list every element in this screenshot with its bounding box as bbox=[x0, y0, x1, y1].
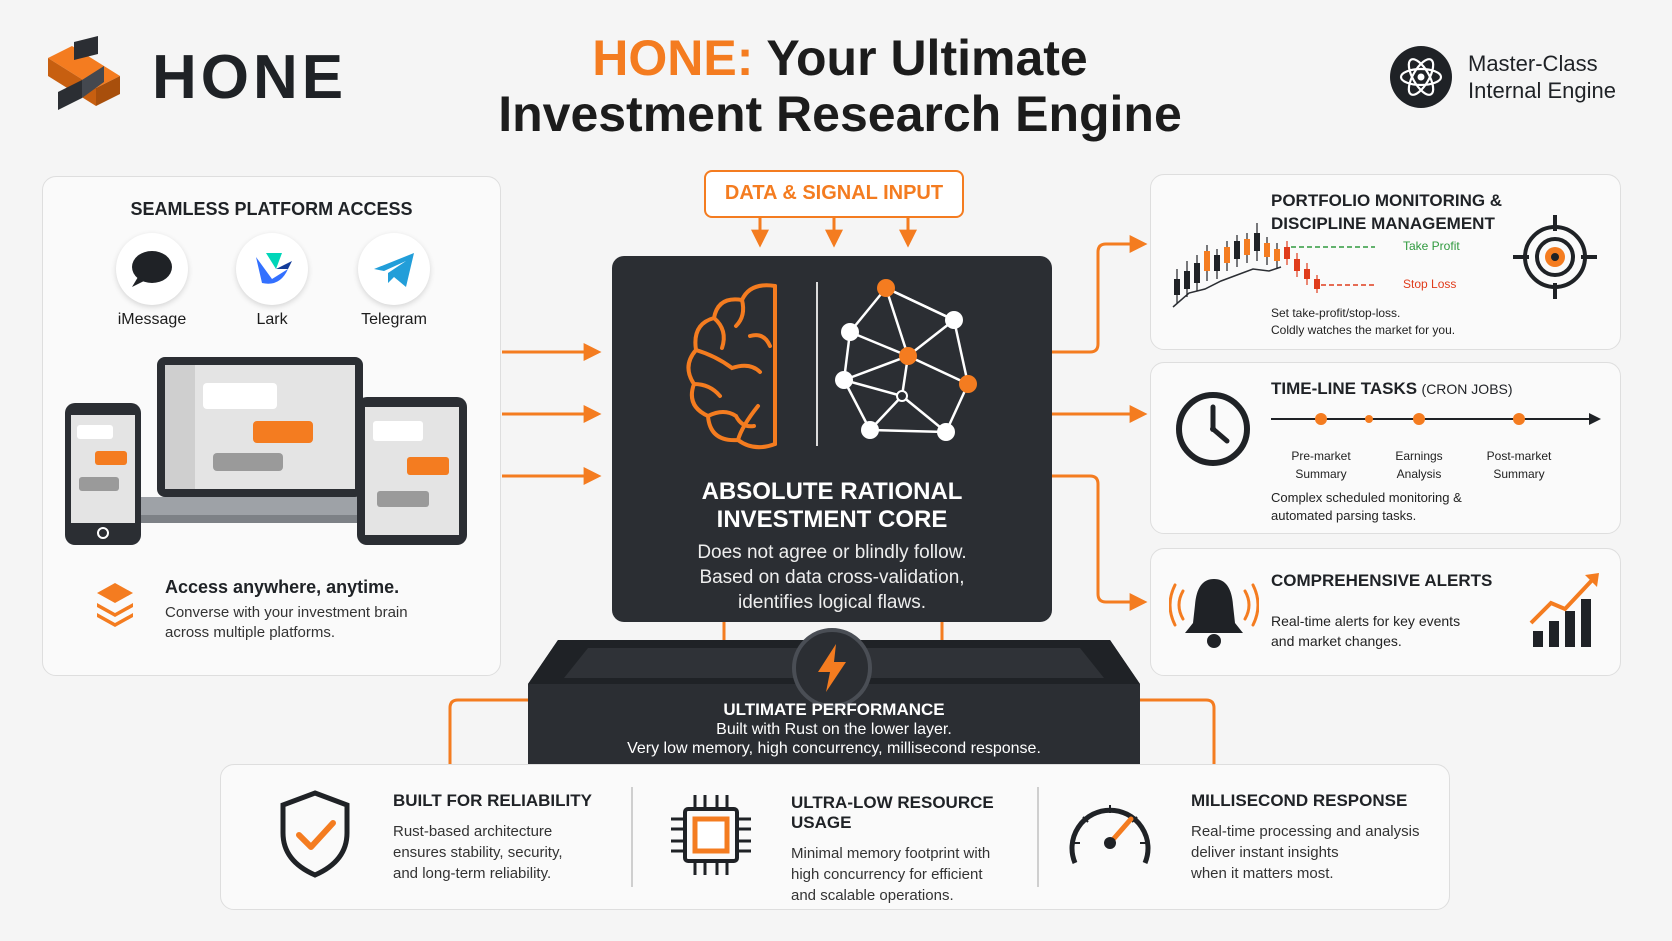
platform-label: iMessage bbox=[117, 311, 187, 328]
alerts-desc-line2: and market changes. bbox=[1271, 633, 1402, 649]
feature-title: MILLISECOND RESPONSE bbox=[1191, 791, 1408, 810]
feature-title: BUILT FOR RELIABILITY bbox=[393, 791, 592, 810]
feature-title: ULTRA-LOW RESOURCE USAGE bbox=[791, 793, 994, 832]
feature-divider bbox=[1037, 787, 1039, 887]
brain-icon bbox=[680, 276, 800, 456]
alerts-card: COMPREHENSIVE ALERTS Real-time alerts fo… bbox=[1150, 548, 1621, 676]
timeline-step-line2: Summary bbox=[1295, 467, 1347, 481]
shield-check-icon bbox=[277, 789, 353, 879]
performance-line2: Very low memory, high concurrency, milli… bbox=[627, 740, 1041, 757]
core-desc-line2: Based on data cross-validation, bbox=[699, 567, 965, 588]
lark-icon bbox=[236, 233, 308, 305]
imessage-icon bbox=[116, 233, 188, 305]
chip-icon bbox=[669, 793, 753, 877]
core-desc-line3: identifies logical flaws. bbox=[738, 592, 926, 613]
candlestick-chart-icon bbox=[1171, 219, 1401, 311]
title-line1: Your Ultimate bbox=[753, 30, 1088, 86]
core-divider bbox=[816, 282, 818, 446]
feature-line: high concurrency for efficient bbox=[791, 866, 983, 883]
timeline-title-text: TIME-LINE TASKS bbox=[1271, 379, 1418, 398]
timeline-step-line1: Pre-market bbox=[1291, 449, 1351, 463]
access-footer-line2: across multiple platforms. bbox=[165, 624, 336, 641]
portfolio-desc-line1: Set take-profit/stop-loss. bbox=[1271, 306, 1401, 320]
timeline-title: TIME-LINE TASKS (CRON JOBS) bbox=[1271, 379, 1513, 399]
feature-line: ensures stability, security, bbox=[393, 844, 563, 861]
hone-logo-icon bbox=[48, 36, 120, 110]
target-icon bbox=[1513, 215, 1597, 299]
feature-divider bbox=[631, 787, 633, 887]
badge-line1: Master-Class bbox=[1468, 51, 1598, 76]
feature-line: deliver instant insights bbox=[1191, 844, 1339, 861]
bell-icon bbox=[1169, 571, 1259, 655]
timeline-subtitle: (CRON JOBS) bbox=[1421, 381, 1513, 397]
platform-label: Lark bbox=[256, 311, 288, 328]
brand-name: HONE bbox=[152, 43, 348, 112]
access-footer-line1: Converse with your investment brain bbox=[165, 604, 408, 621]
telegram-icon bbox=[358, 233, 430, 305]
rising-chart-icon bbox=[1529, 571, 1603, 649]
portfolio-title-line2: DISCIPLINE MANAGEMENT bbox=[1271, 214, 1495, 233]
timeline-step: Pre-market Summary bbox=[1271, 447, 1371, 483]
stop-loss-label: Stop Loss bbox=[1403, 277, 1457, 291]
timeline-tasks-card: TIME-LINE TASKS (CRON JOBS) Pre-market S… bbox=[1150, 362, 1621, 534]
feature-resource-usage: ULTRA-LOW RESOURCE USAGE Minimal memory … bbox=[633, 765, 1037, 911]
timeline-step: Post-market Summary bbox=[1469, 447, 1569, 483]
feature-line: Minimal memory footprint with bbox=[791, 845, 991, 862]
timeline-step: Earnings Analysis bbox=[1369, 447, 1469, 483]
atom-icon bbox=[1390, 46, 1452, 108]
portfolio-desc-line2: Coldly watches the market for you. bbox=[1271, 323, 1456, 337]
neural-network-icon bbox=[832, 276, 992, 456]
performance-base: ULTIMATE PERFORMANCE Built with Rust on … bbox=[528, 628, 1140, 764]
portfolio-title-line1: PORTFOLIO MONITORING & bbox=[1271, 191, 1503, 210]
access-footer-title: Access anywhere, anytime. bbox=[165, 577, 400, 597]
timeline-track bbox=[1271, 411, 1601, 427]
timeline-step-line2: Summary bbox=[1493, 467, 1545, 481]
timeline-step-line2: Analysis bbox=[1396, 467, 1442, 481]
timeline-step-line1: Earnings bbox=[1395, 449, 1443, 463]
data-signal-input-label: DATA & SIGNAL INPUT bbox=[724, 182, 944, 204]
core-title-line2: INVESTMENT CORE bbox=[716, 506, 948, 533]
title-highlight: HONE: bbox=[592, 30, 754, 86]
timeline-desc-line2: automated parsing tasks. bbox=[1271, 508, 1417, 523]
platform-telegram[interactable]: Telegram bbox=[349, 233, 439, 329]
performance-line1: Built with Rust on the lower layer. bbox=[716, 721, 952, 738]
platform-imessage[interactable]: iMessage bbox=[107, 233, 197, 329]
feature-line: and scalable operations. bbox=[791, 887, 954, 904]
timeline-desc-line1: Complex scheduled monitoring & bbox=[1271, 490, 1462, 505]
badge-line2: Internal Engine bbox=[1468, 78, 1616, 103]
platform-access-card: SEAMLESS PLATFORM ACCESS iMessage Lark T… bbox=[42, 176, 501, 676]
feature-line: Real-time processing and analysis bbox=[1191, 823, 1420, 840]
platform-lark[interactable]: Lark bbox=[227, 233, 317, 329]
logo bbox=[44, 36, 124, 116]
clock-icon bbox=[1173, 389, 1253, 469]
feature-line: Rust-based architecture bbox=[393, 823, 553, 840]
features-bar: BUILT FOR RELIABILITY Rust-based archite… bbox=[220, 764, 1450, 910]
feature-line: when it matters most. bbox=[1191, 865, 1334, 882]
feature-millisecond-response: MILLISECOND RESPONSE Real-time processin… bbox=[1039, 765, 1449, 911]
portfolio-monitoring-card: PORTFOLIO MONITORING & DISCIPLINE MANAGE… bbox=[1150, 174, 1621, 350]
page-title: HONE: Your Ultimate Investment Research … bbox=[480, 30, 1200, 142]
platform-access-heading: SEAMLESS PLATFORM ACCESS bbox=[130, 199, 413, 219]
platform-label: Telegram bbox=[361, 311, 427, 328]
investment-core: ABSOLUTE RATIONAL INVESTMENT CORE Does n… bbox=[612, 256, 1052, 622]
alerts-title: COMPREHENSIVE ALERTS bbox=[1271, 571, 1493, 590]
title-line2: Investment Research Engine bbox=[498, 86, 1182, 142]
speedometer-icon bbox=[1065, 793, 1155, 873]
timeline-step-line1: Post-market bbox=[1486, 449, 1552, 463]
feature-line: and long-term reliability. bbox=[393, 865, 552, 882]
core-title-line1: ABSOLUTE RATIONAL bbox=[701, 478, 963, 505]
performance-title: ULTIMATE PERFORMANCE bbox=[723, 700, 945, 719]
alerts-desc-line1: Real-time alerts for key events bbox=[1271, 613, 1461, 629]
core-desc-line1: Does not agree or blindly follow. bbox=[697, 542, 967, 563]
lightning-icon bbox=[792, 628, 872, 708]
take-profit-label: Take Profit bbox=[1403, 239, 1460, 253]
feature-reliability: BUILT FOR RELIABILITY Rust-based archite… bbox=[221, 765, 631, 911]
devices-illustration bbox=[63, 353, 483, 553]
layers-icon bbox=[93, 579, 137, 629]
master-class-badge: Master-Class Internal Engine bbox=[1390, 44, 1660, 114]
data-signal-input: DATA & SIGNAL INPUT bbox=[704, 170, 964, 218]
